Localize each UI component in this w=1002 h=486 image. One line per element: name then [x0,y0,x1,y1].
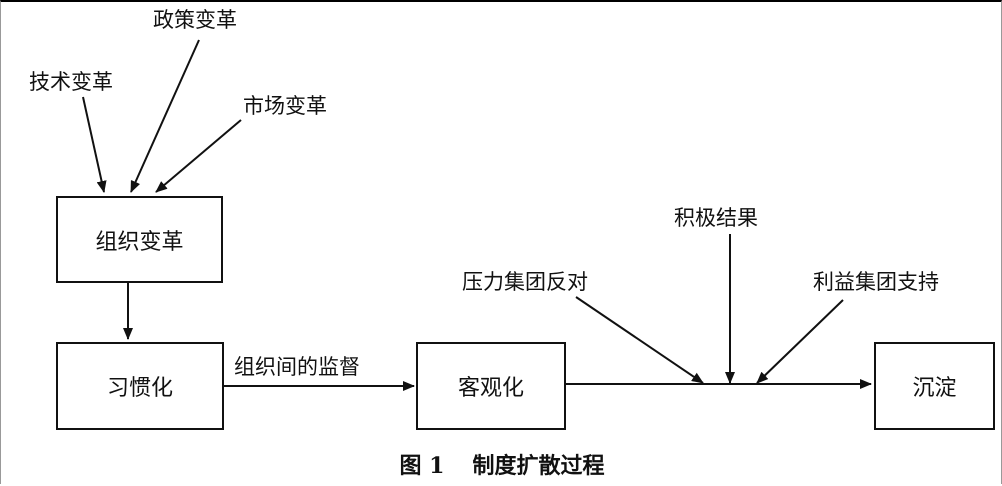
label-market-reform: 市场变革 [243,94,327,118]
box-org-reform: 组织变革 [56,196,223,283]
arrow-pressure-group [575,296,704,384]
arrow-tech-to-org [82,96,107,193]
figure-number: 图 1 [399,453,445,479]
box-objectification-label: 客观化 [457,376,524,401]
box-org-reform-label: 组织变革 [95,229,184,255]
box-habituation-label: 习惯化 [106,376,173,401]
arrow-market-to-org [155,119,242,193]
box-objectification: 客观化 [416,342,566,430]
figure-title: 制度扩散过程 [472,453,605,479]
arrow-policy-to-org [130,39,200,193]
label-interest-group-support: 利益集团支持 [813,270,939,294]
label-inter-org-supervision: 组织间的监督 [234,355,360,379]
figure-caption: 图 1 制度扩散过程 [1,448,1002,480]
arrow-interest-group [756,299,844,384]
label-positive-results: 积极结果 [674,206,758,230]
box-sedimentation: 沉淀 [874,342,995,430]
label-policy-reform: 政策变革 [153,8,237,32]
box-sedimentation-label: 沉淀 [912,376,957,401]
label-pressure-group-opposition: 压力集团反对 [462,270,588,294]
box-habituation: 习惯化 [56,342,224,430]
label-tech-reform: 技术变革 [29,70,113,94]
